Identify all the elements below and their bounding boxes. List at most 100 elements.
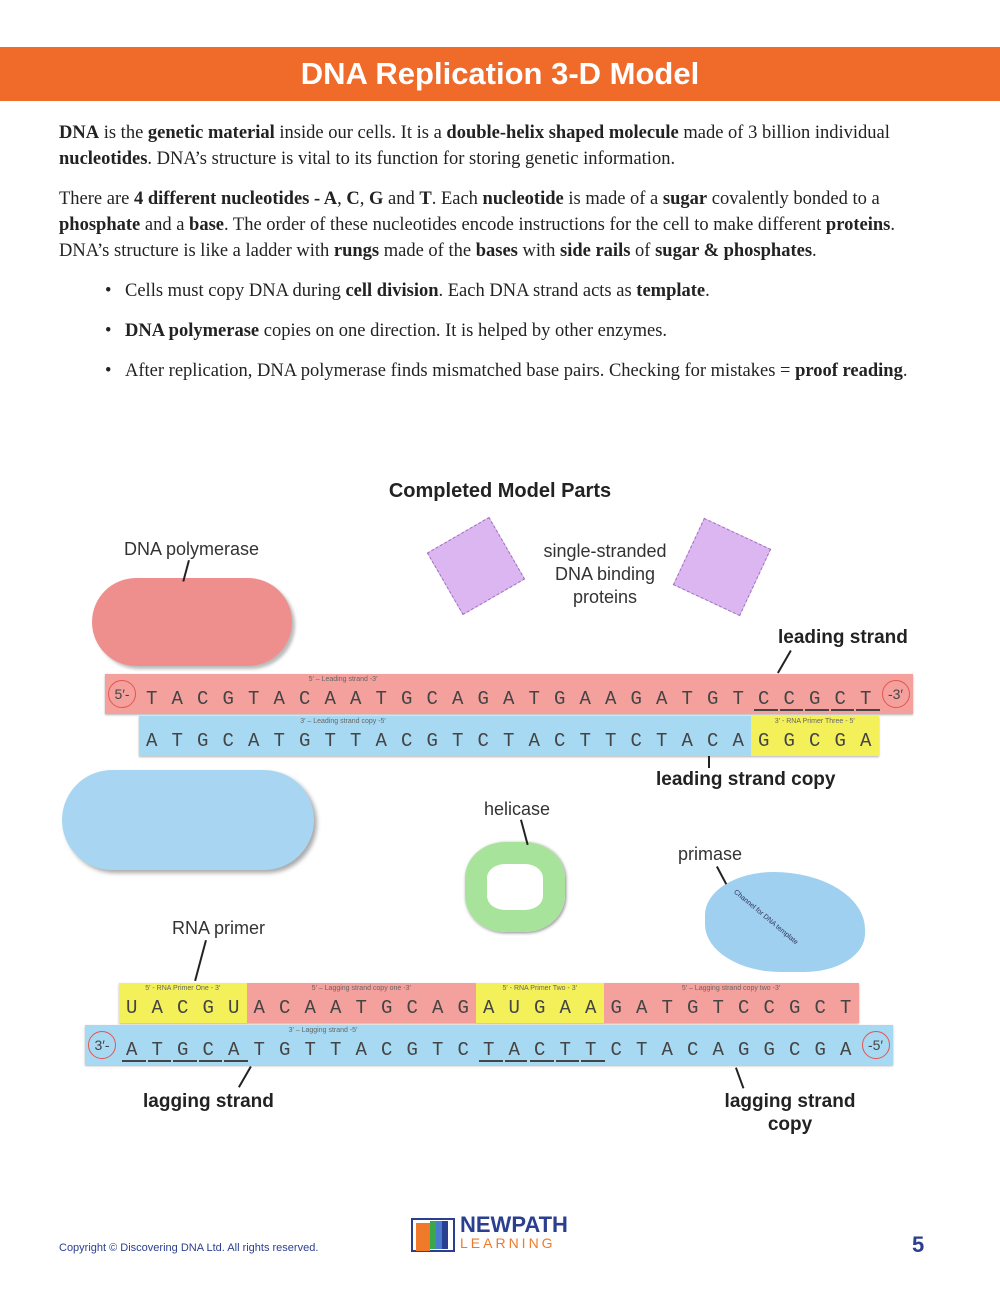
pointer-line <box>716 866 728 885</box>
base-underline <box>830 709 854 711</box>
nucleotide-sequence: ATGCATGTTACGTCTA <box>126 1039 535 1061</box>
logo-text-bottom: LEARNING <box>460 1235 556 1251</box>
label-leading-strand-copy: leading strand copy <box>656 769 836 790</box>
base-underline <box>224 1060 248 1062</box>
segment-tag: 3′ - RNA Primer Three - 5′ <box>774 718 855 725</box>
strand-end-label: 5′- <box>105 674 139 714</box>
pointer-line <box>238 1066 252 1088</box>
bold-term: phosphate <box>59 215 141 235</box>
label-lagging-strand-copy: lagging strand copy <box>724 1091 856 1135</box>
nucleotide-sequence: ATGCATGTTACGTCTA <box>146 730 555 752</box>
text-run: made of 3 billion individual <box>678 123 890 143</box>
base-underline <box>147 1060 171 1062</box>
base-underline <box>530 1060 554 1062</box>
text-run: of <box>630 241 656 261</box>
ssb-protein-model-2 <box>672 517 772 617</box>
bold-term: nucleotides <box>59 149 148 169</box>
text-run: . DNA’s structure is vital to its functi… <box>147 149 676 169</box>
dna-polymerase-pink-model <box>92 578 292 666</box>
text-run: is made of a <box>563 189 663 209</box>
section-heading: Completed Model Parts <box>388 480 612 502</box>
bold-term: sugar <box>662 189 708 209</box>
text-run: . DNA’s structure is like a ladder with <box>59 215 895 261</box>
end-circle: 3′- <box>88 1031 116 1059</box>
bold-term: sugar & phosphates <box>655 241 813 261</box>
bold-term: bases <box>475 241 518 261</box>
segment-tag: 3′ – Lagging strand -5′ <box>288 1027 358 1034</box>
segment-tag: 5′ – Lagging strand copy one -3′ <box>311 985 411 992</box>
bold-term: rungs <box>333 241 380 261</box>
text-run: made of the <box>379 241 476 261</box>
text-run: . The order of these nucleotides encode … <box>224 215 826 235</box>
pointer-line <box>777 650 792 674</box>
lagging-strand: 3′-3′ – Lagging strand -5′ATGCATGTTACGTC… <box>85 1025 893 1065</box>
label-lagging-strand: lagging strand <box>143 1091 274 1112</box>
bold-term: T <box>419 189 432 209</box>
text-run: with <box>517 241 560 261</box>
base-underline <box>805 709 829 711</box>
primase-channel-label: Channel for DNA template <box>732 888 800 947</box>
leading-strand-copy: 3′ – Leading strand copy -5′ ATGCATGTTACG… <box>139 716 879 756</box>
logo-text-top: NEWPATH <box>460 1212 568 1237</box>
pointer-line <box>194 940 207 982</box>
text-run: and <box>383 189 420 209</box>
base-underline <box>581 1060 605 1062</box>
text-run: . <box>705 281 710 301</box>
strand-segment: 3′ – Lagging strand -5′ATGCATGTTACGTCTA <box>119 1025 528 1065</box>
bold-term: 4 different nucleotides - A <box>133 189 338 209</box>
copyright-text: Copyright © Discovering DNA Ltd. All rig… <box>59 1242 319 1254</box>
dna-polymerase-blue-model <box>62 770 314 870</box>
text-run: . Each DNA strand acts as <box>438 281 637 301</box>
bold-term: side rails <box>560 241 631 261</box>
text-run: . Each <box>431 189 483 209</box>
text-run: and a <box>140 215 190 235</box>
nucleotide-sequence: GGCGA <box>758 730 886 752</box>
bold-term: template <box>636 281 706 301</box>
bullet-item: DNA polymerase copies on one direction. … <box>105 318 939 344</box>
text-run: inside our cells. It is a <box>274 123 447 143</box>
base-underline <box>173 1060 197 1062</box>
bold-term: DNA <box>59 123 100 143</box>
strand-segment: 3′ – Leading strand copy -5′ATGCATGTTACG… <box>139 716 547 756</box>
pointer-line <box>735 1067 745 1089</box>
bullet-list: Cells must copy DNA during cell division… <box>105 278 939 384</box>
page-title: DNA Replication 3-D Model <box>300 56 700 91</box>
label-ssb: single-stranded DNA binding proteins <box>543 541 667 607</box>
nucleotide-sequence: CTTCTACAGGCGA <box>534 1039 866 1061</box>
base-underline <box>754 709 778 711</box>
helicase-model <box>465 842 565 932</box>
nucleotide-sequence: TACGTACAATGCAGAT <box>146 688 555 710</box>
text-run: There are <box>59 189 134 209</box>
text-run: , <box>359 189 369 209</box>
bold-term: base <box>189 215 224 235</box>
label-dna-polymerase: DNA polymerase <box>124 539 260 559</box>
strand-segment: CTTCTACA <box>547 716 751 756</box>
nucleotide-sequence: UACGU <box>126 997 254 1019</box>
end-circle: -5′ <box>861 1031 890 1059</box>
bold-term: proteins <box>825 215 891 235</box>
bullet-item: After replication, DNA polymerase finds … <box>105 358 939 384</box>
strand-segment: 5′ – Lagging strand copy two -3′GATGTCCG… <box>603 983 859 1023</box>
end-circle: 5′- <box>108 680 136 708</box>
base-underline <box>122 1060 146 1062</box>
bold-term: proof reading <box>795 361 903 381</box>
intro-text: DNA is the genetic material inside our c… <box>59 120 939 398</box>
nucleotide-sequence: GAAGATGTCCGCT <box>554 688 886 710</box>
nucleotide-sequence: ACAATGCAG <box>253 997 484 1019</box>
page-header: DNA Replication 3-D Model <box>0 47 1000 101</box>
text-run: covalently bonded to a <box>707 189 880 209</box>
text-run: Cells must copy DNA during <box>125 281 346 301</box>
nucleotide-sequence: CTTCTACA <box>554 730 759 752</box>
bold-term: DNA polymerase <box>125 321 260 341</box>
base-underline <box>555 1060 579 1062</box>
text-run: copies on one direction. It is helped by… <box>259 321 668 341</box>
strand-segment: CTTCTACAGGCGA <box>527 1025 859 1065</box>
nucleotide-sequence: AUGAA <box>483 997 611 1019</box>
bold-term: double-helix shaped molecule <box>446 123 679 143</box>
segment-tag: 3′ – Leading strand copy -5′ <box>300 718 386 725</box>
bullet-item: Cells must copy DNA during cell division… <box>105 278 939 304</box>
segment-tag: 5′ – Leading strand -3′ <box>308 676 378 683</box>
paragraph: There are 4 different nucleotides - A, C… <box>59 186 939 264</box>
